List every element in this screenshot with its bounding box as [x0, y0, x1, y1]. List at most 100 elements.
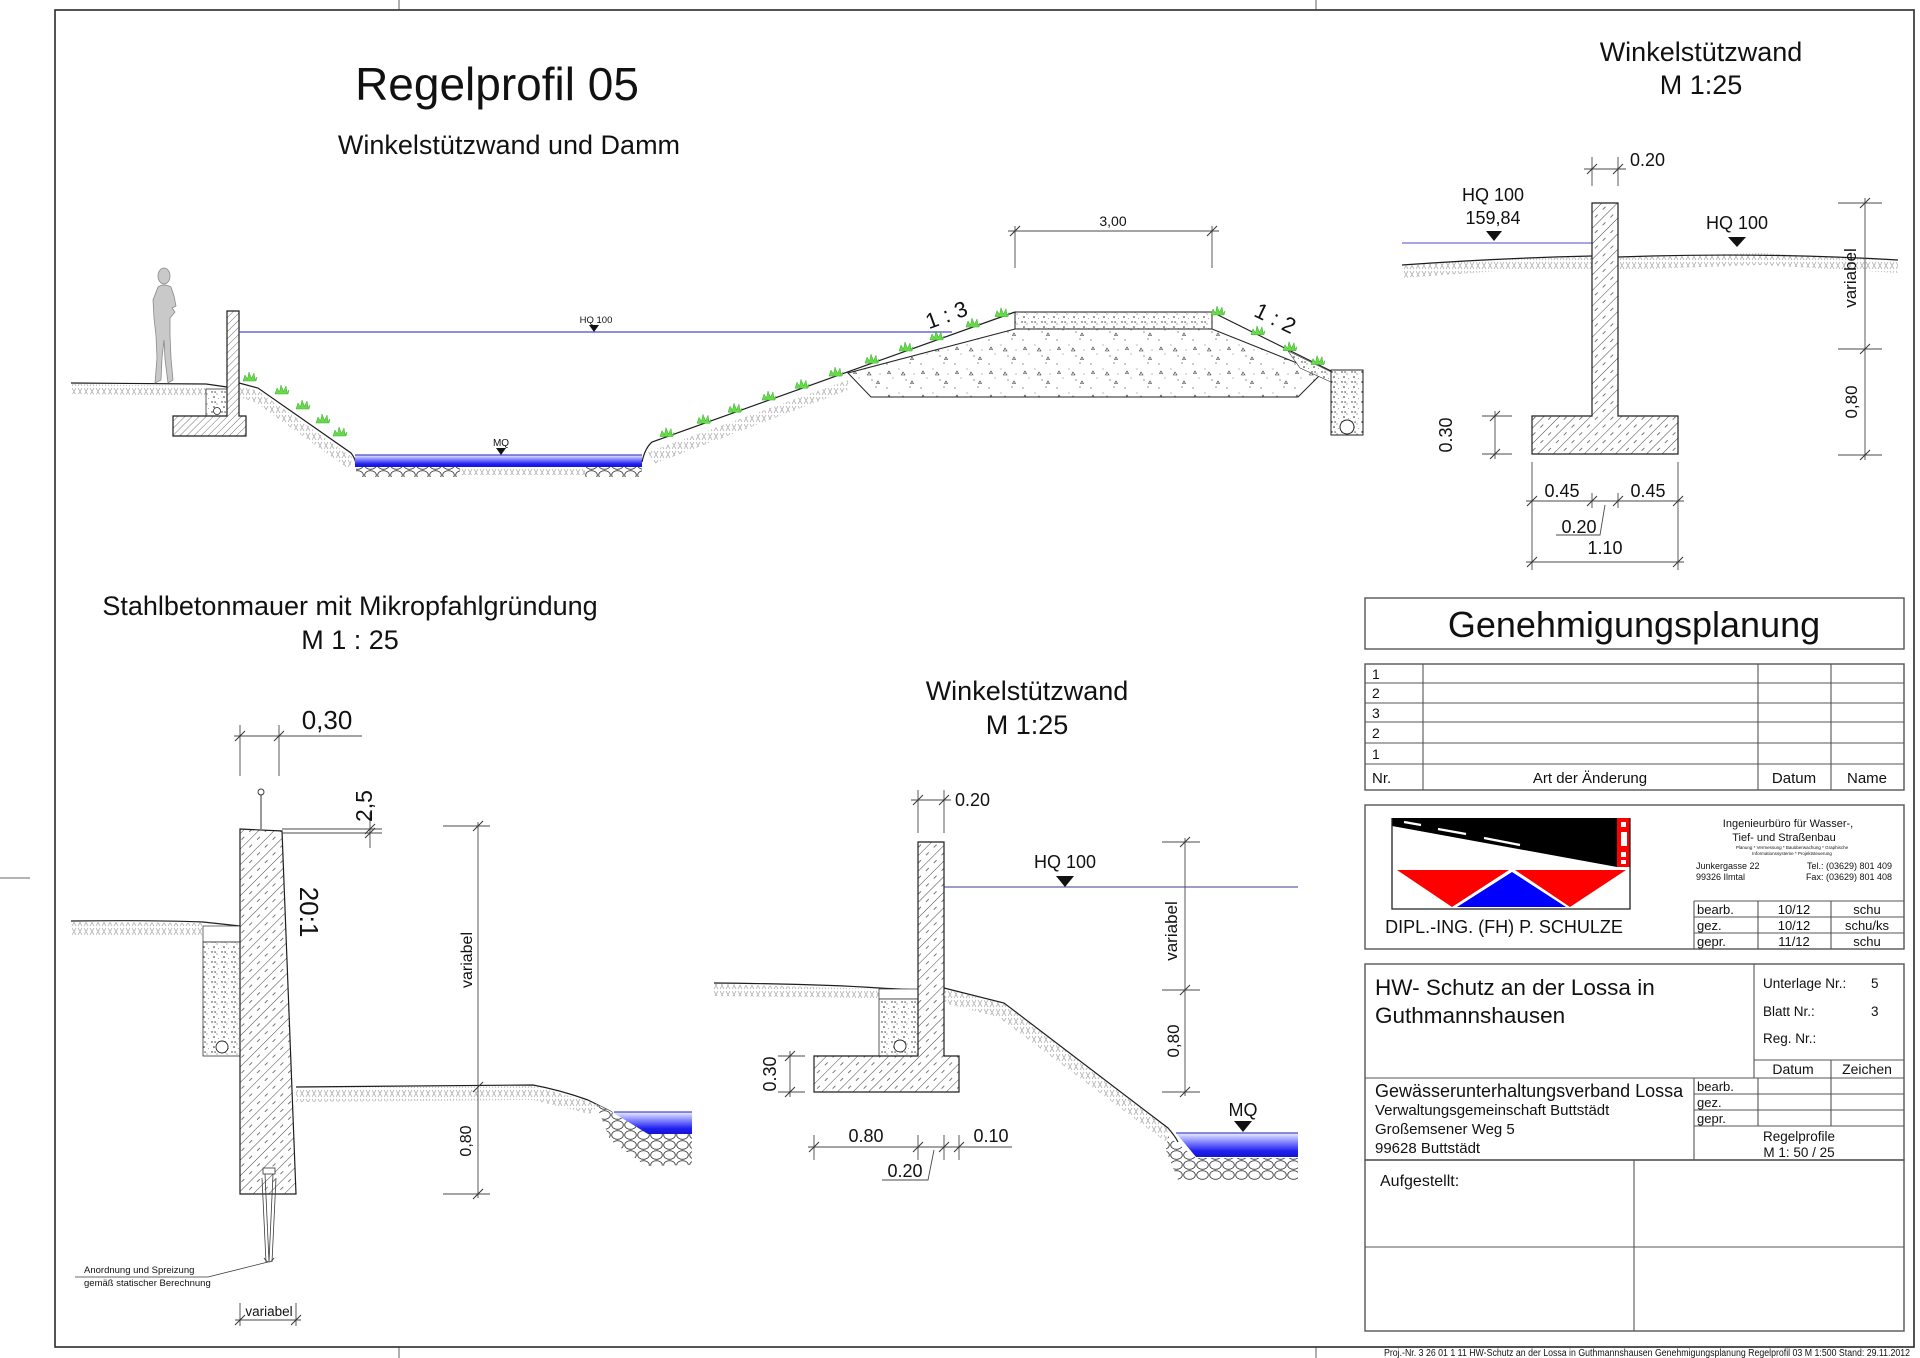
earth-hatch — [944, 989, 1168, 1142]
dimension-tick — [1179, 1086, 1191, 1098]
toe-width-label: 0.45 — [1544, 481, 1579, 501]
drawing-scale: M 1: 50 / 25 — [1763, 1145, 1834, 1160]
height-dimension-chain — [443, 822, 490, 1198]
office-logo-name: DIPL.-ING. (FH) P. SCHULZE — [1385, 917, 1623, 937]
dimension-tick — [1859, 197, 1871, 209]
toe-width-label: 0.10 — [973, 1126, 1008, 1146]
blatt-value: 3 — [1871, 1004, 1879, 1019]
signature-table-grid — [1693, 900, 1904, 949]
height-dimension-chain — [1838, 198, 1882, 460]
crest-paving — [1014, 311, 1213, 330]
revision-row-nr: 2 — [1372, 725, 1380, 741]
drain-pipe — [213, 407, 221, 415]
signature-date: 10/12 — [1778, 918, 1811, 933]
frame-border — [54, 9, 1915, 1348]
revision-header-date: Datum — [1772, 770, 1816, 787]
unterlage-value: 5 — [1871, 976, 1879, 991]
logo-strip-marks — [1621, 822, 1627, 864]
angle-retaining-wall — [1531, 202, 1679, 455]
dimension-tick — [234, 730, 246, 742]
heel-width-label: 0.80 — [848, 1126, 883, 1146]
stem-width-label: 0.20 — [955, 790, 990, 810]
wall-height-label: variabel — [459, 932, 476, 988]
earth-hatch — [460, 466, 585, 475]
drain-pipe — [1339, 419, 1355, 435]
dimension-tick — [1859, 343, 1871, 355]
title-block: Genehmigungsplanung 1 2 3 2 1 Nr. Art de… — [1364, 597, 1905, 1332]
dimension-tick — [912, 794, 924, 806]
dimension-tick — [1672, 495, 1684, 507]
pile-shafts — [261, 1173, 277, 1263]
phase-title: Genehmigungsplanung — [1448, 604, 1820, 645]
pile-spread-dimension — [235, 1303, 301, 1326]
ground-line-waterside — [295, 1084, 613, 1113]
ground-line — [70, 920, 241, 927]
pile-note-line-1: Anordnung und Spreizung — [84, 1265, 194, 1276]
ground-line — [713, 982, 919, 991]
dimension-tick — [784, 1086, 796, 1098]
client-address-3: 99628 Buttstädt — [1375, 1140, 1481, 1157]
earth-hatch — [648, 380, 848, 464]
grass-tuft-icon — [315, 413, 331, 424]
pile-head — [262, 1167, 276, 1175]
dimension-tick — [1672, 556, 1684, 568]
approval-block: Aufgestellt: — [1364, 1159, 1905, 1332]
person-silhouette — [152, 267, 177, 384]
approval-label: Aufgestellt: — [1380, 1173, 1459, 1190]
top-width-dimension — [234, 725, 362, 776]
signature-date: 11/12 — [1778, 934, 1810, 949]
hq-marker-icon — [589, 325, 599, 332]
hq-right-label: HQ 100 — [1706, 213, 1768, 233]
dimension-tick — [1206, 225, 1218, 237]
unterlage-label: Unterlage Nr.: — [1763, 976, 1846, 991]
project-title-line-1: HW- Schutz an der Lossa in — [1375, 975, 1655, 1000]
heel-width-label: 0.45 — [1630, 481, 1665, 501]
zeichen-header: Zeichen — [1842, 1061, 1892, 1077]
dimension-tick — [808, 1141, 820, 1153]
landside-slope-line — [1211, 311, 1332, 372]
project-block-grid — [1365, 964, 1904, 1160]
revision-header-nr: Nr. — [1372, 770, 1391, 787]
signature-role: gez. — [1697, 918, 1722, 933]
grass-tuft-icon — [295, 399, 311, 410]
height-dimension-chain — [1162, 838, 1200, 1096]
dimension-tick — [1489, 410, 1501, 422]
office-logo — [1391, 818, 1631, 910]
hq-left-label: HQ 100 — [1462, 185, 1524, 205]
dimension-tick — [938, 794, 950, 806]
dimension-tick — [1612, 495, 1624, 507]
hq-marker-icon — [1486, 231, 1502, 241]
revision-header-name: Name — [1847, 770, 1887, 787]
project-title-line-2: Guthmannshausen — [1375, 1003, 1565, 1028]
footing-height-dimension — [778, 1051, 805, 1097]
detail-scale: M 1:25 — [986, 710, 1069, 740]
drain-gap — [202, 925, 241, 943]
grass-tuft-icon — [696, 413, 712, 424]
top-width-label: 0,30 — [302, 705, 353, 735]
embedment-label: 0,80 — [1164, 1024, 1183, 1057]
project-block: HW- Schutz an der Lossa in Guthmannshaus… — [1364, 963, 1905, 1161]
dimension-tick — [1526, 495, 1538, 507]
footing-height-dimension — [1482, 411, 1512, 459]
grass-tuft-icon — [242, 371, 258, 382]
approval-block-grid — [1365, 1160, 1904, 1331]
dimension-tick — [1179, 836, 1191, 848]
embedment-label: 0,80 — [1842, 385, 1861, 418]
wall-height-label: variabel — [1841, 248, 1860, 308]
logo-red-triangle-left — [1397, 870, 1509, 907]
project-role: bearb. — [1697, 1079, 1734, 1094]
revision-row-nr: 3 — [1372, 705, 1380, 721]
waterside-slope-line — [641, 311, 1016, 463]
office-line-1: Ingenieurbüro für Wasser-, — [1723, 818, 1853, 830]
stem-width-label: 0.20 — [1630, 150, 1665, 170]
office-block: DIPL.-ING. (FH) P. SCHULZE Ingenieurbüro… — [1364, 804, 1905, 950]
riprap-stones — [596, 1104, 692, 1166]
detail-title: Winkelstützwand — [1600, 37, 1803, 67]
detail-winkelstuetzwand-top: Winkelstützwand M 1:25 HQ 100 159,84 HQ … — [1401, 37, 1899, 570]
dimension-tick — [912, 1141, 924, 1153]
client-address-2: Großemsener Weg 5 — [1375, 1121, 1515, 1138]
dimension-tick — [472, 1188, 484, 1200]
hq-marker-icon — [1728, 237, 1746, 247]
